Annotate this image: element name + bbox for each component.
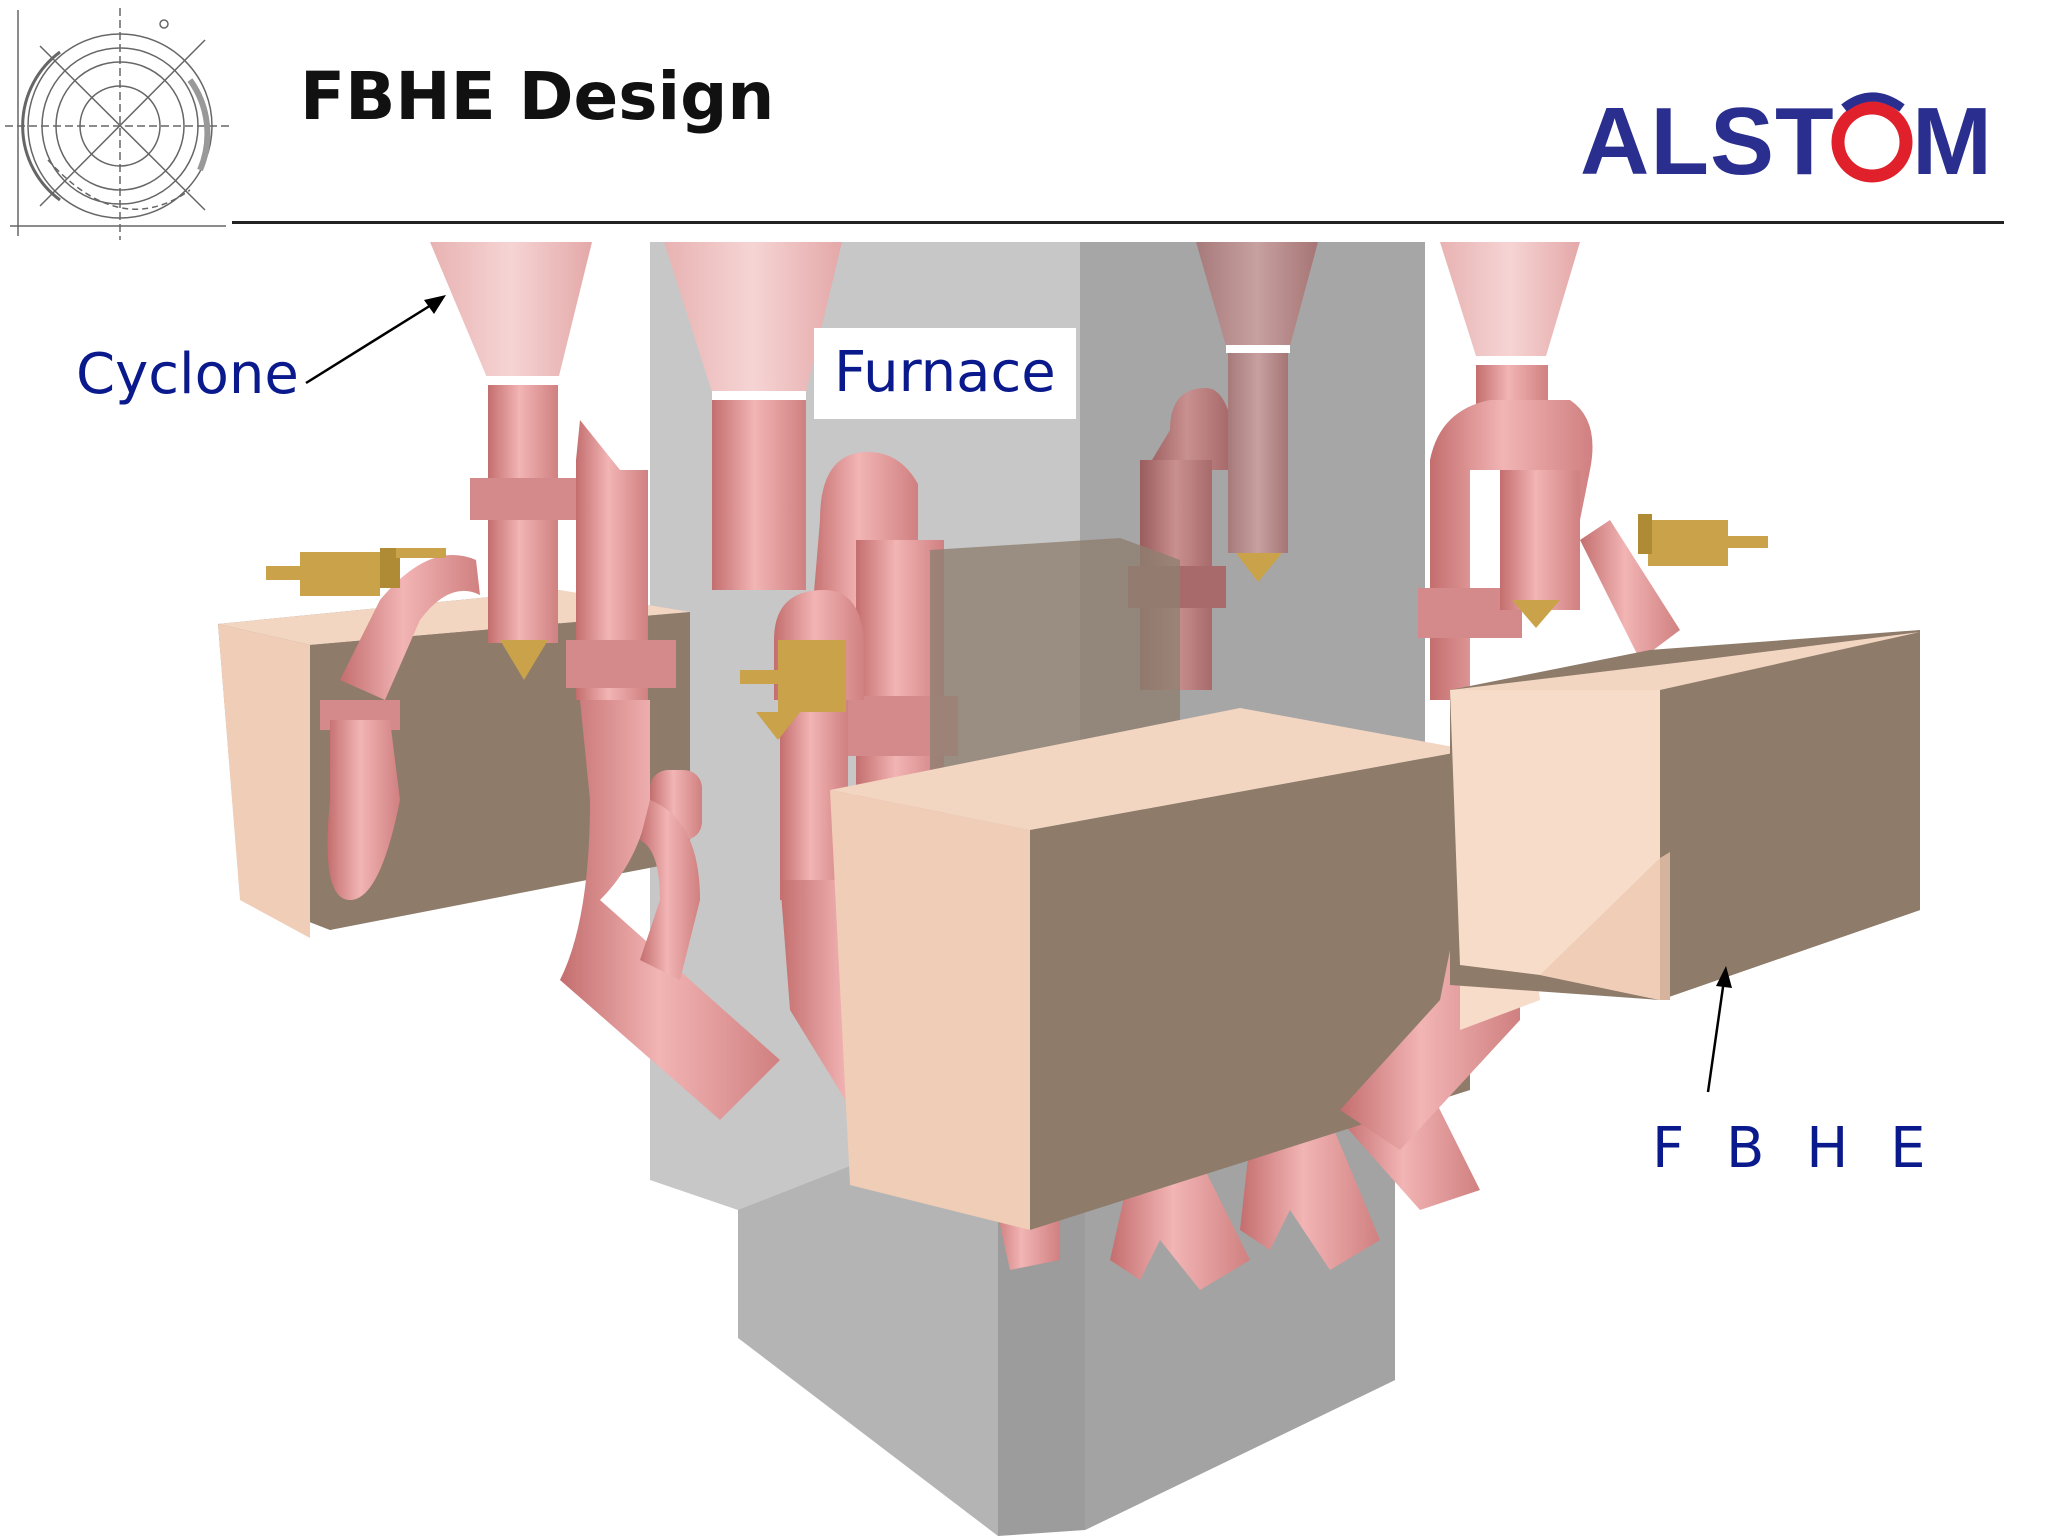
furnace-label: Furnace xyxy=(814,328,1076,419)
cyclone-callout-arrow xyxy=(305,295,446,385)
alstom-o-icon xyxy=(1831,92,1913,183)
cyclone-left-pipes xyxy=(320,385,780,1120)
cyclone-label: Cyclone xyxy=(76,342,299,407)
fbhe-callout-arrow xyxy=(1706,966,1732,1093)
alstom-logo: ALST M xyxy=(1580,92,1992,192)
fbhe-right xyxy=(1450,630,1920,1000)
fbhe-center-rear xyxy=(930,538,1180,780)
valve-right xyxy=(1638,514,1768,566)
cyclone-cones xyxy=(430,242,1580,400)
slide-title: FBHE Design xyxy=(300,58,775,135)
svg-text:ALST: ALST xyxy=(1580,92,1835,192)
cyclone-right-pipes xyxy=(1418,365,1680,700)
fbhe-label: F B H E xyxy=(1652,1116,1938,1181)
technical-drawing-emblem-icon xyxy=(5,8,230,240)
svg-text:M: M xyxy=(1912,92,1992,192)
valve-left xyxy=(266,548,446,596)
title-divider xyxy=(232,221,2004,224)
